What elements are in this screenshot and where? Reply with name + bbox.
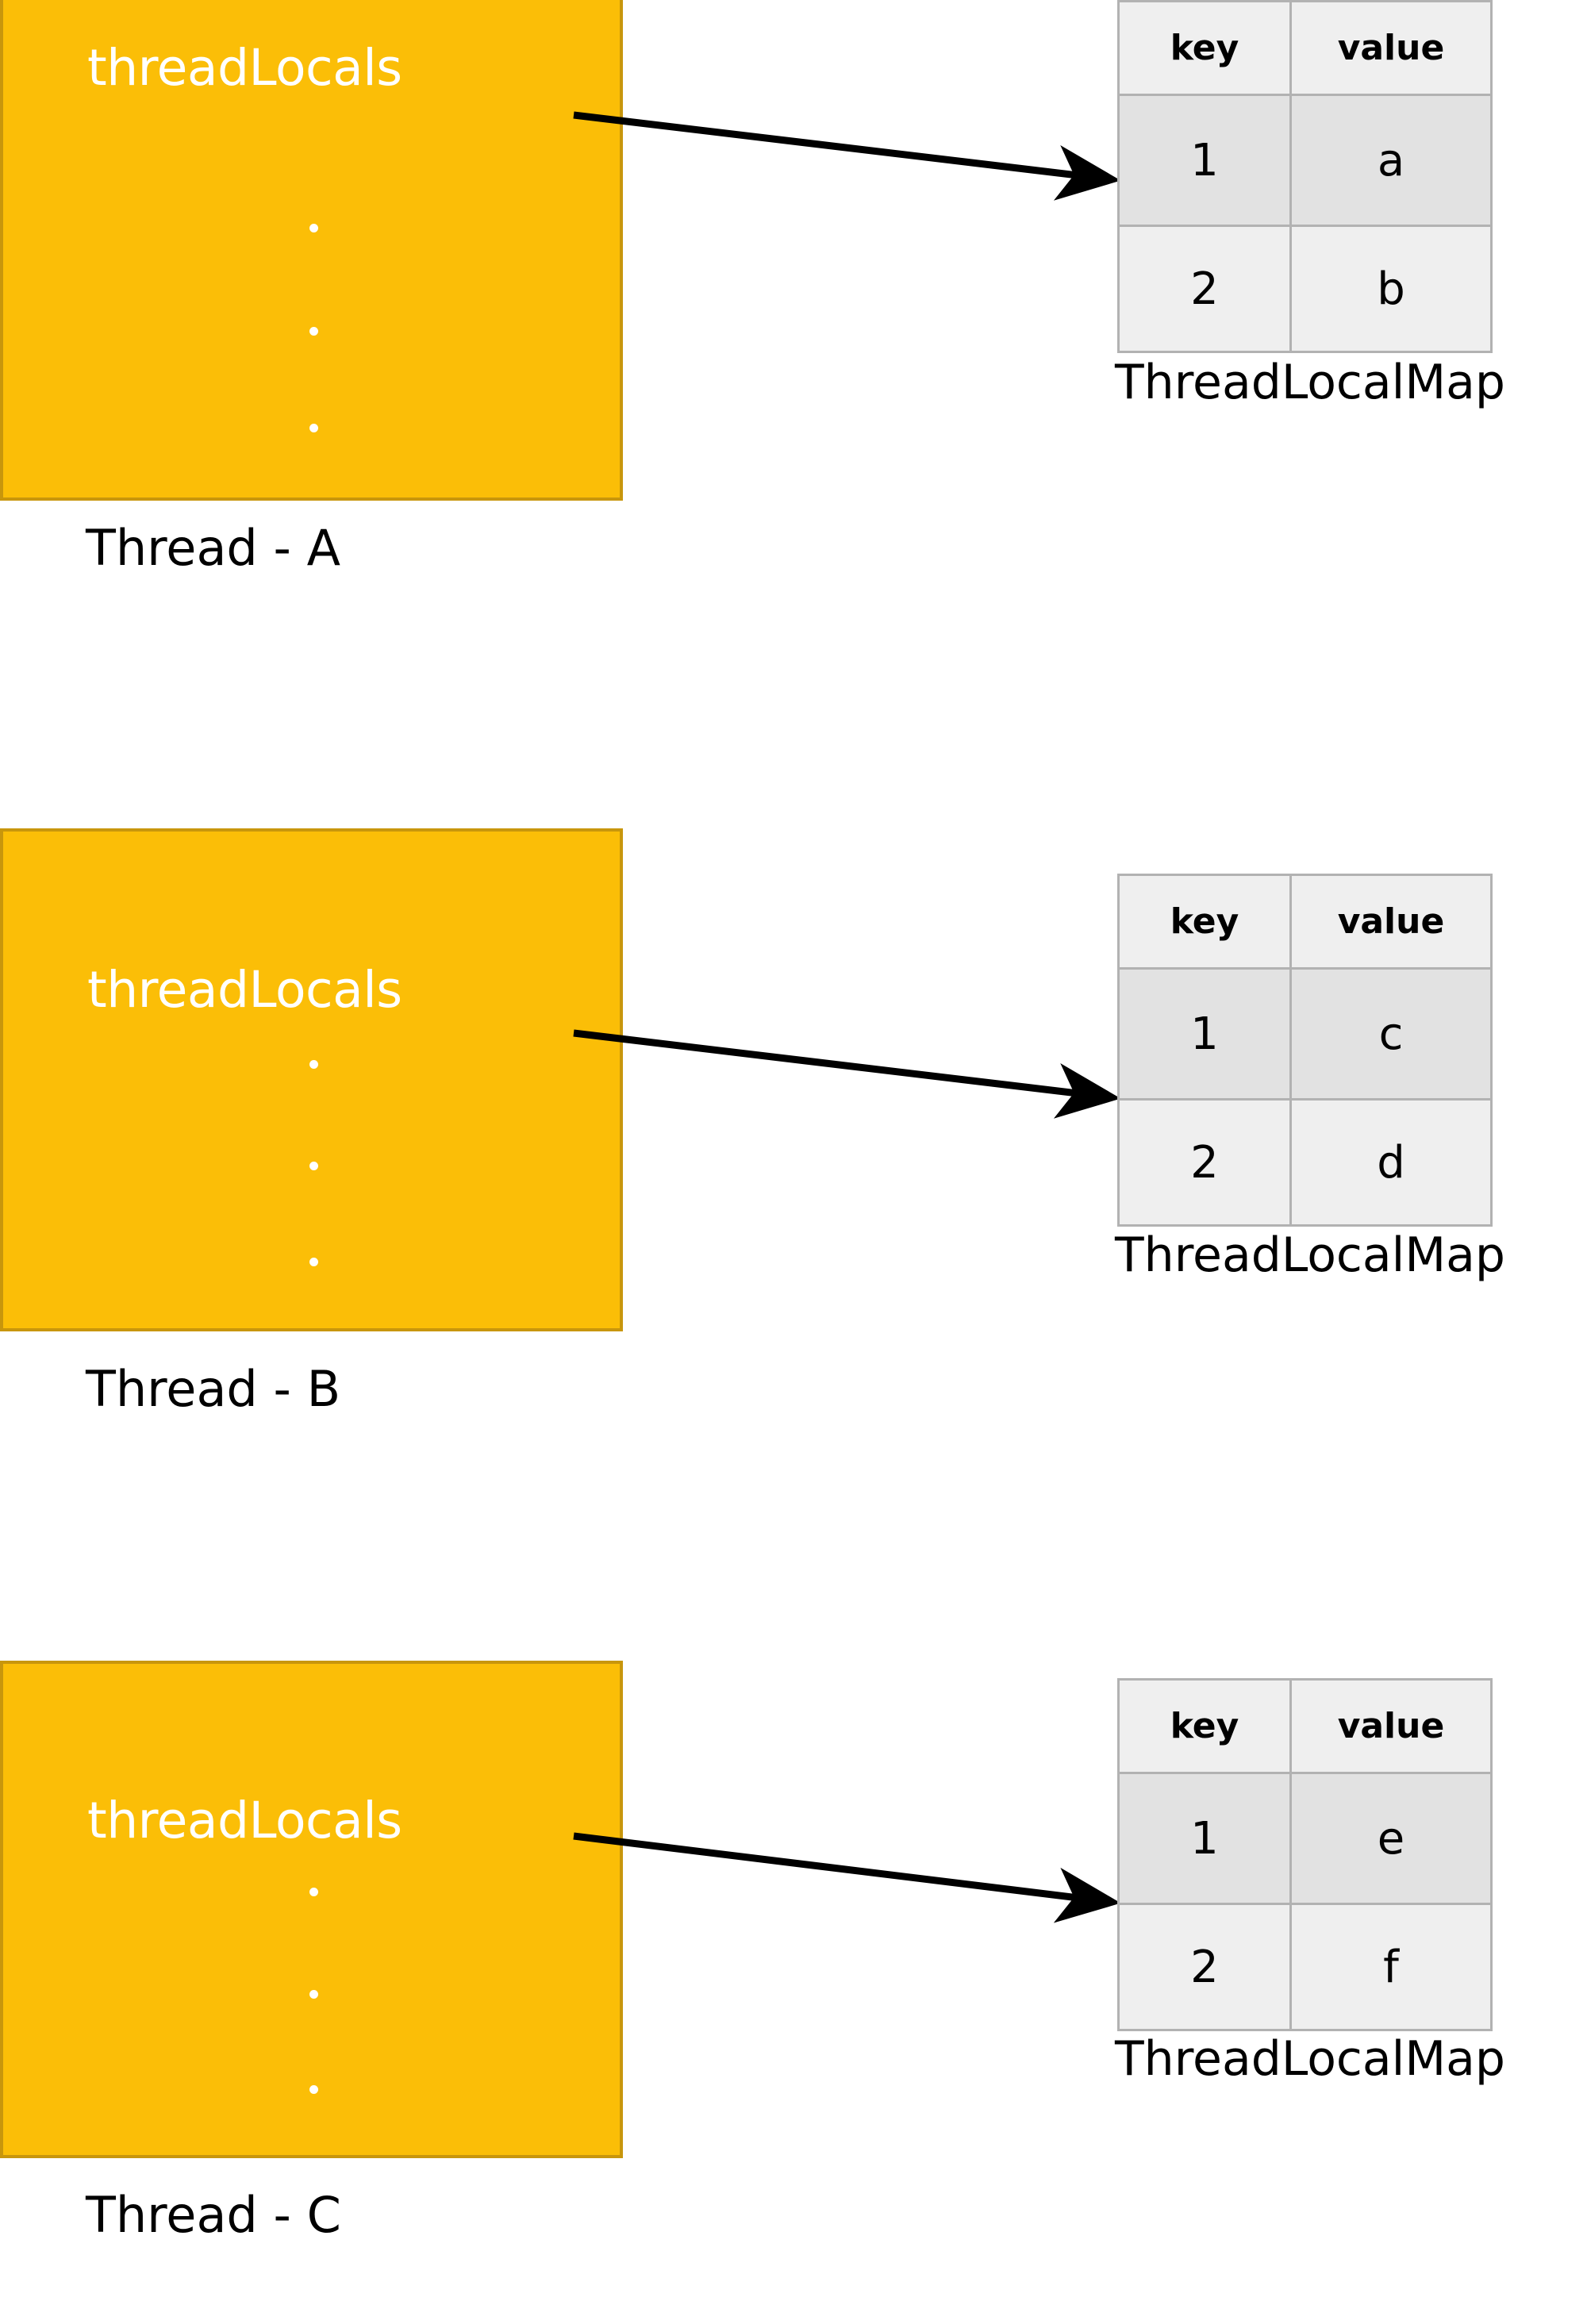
thread-name-b: Thread - B: [86, 1360, 341, 1418]
threadlocalmap-caption-a: ThreadLocalMap: [1115, 355, 1505, 410]
cell-key: 1: [1117, 94, 1292, 227]
ellipsis-dot: [309, 327, 318, 336]
thread-box-b: threadLocals: [0, 828, 623, 1331]
threadlocalmap-caption-c: ThreadLocalMap: [1115, 2031, 1505, 2087]
thread-group-a: threadLocals Thread - A key value: [0, 0, 1587, 793]
ellipsis-dot: [309, 224, 318, 232]
arrow-line: [573, 111, 1121, 201]
ellipsis-dot: [309, 1258, 318, 1266]
thread-box-label-a: threadLocals: [87, 39, 402, 97]
threadlocalmap-table-b: key value 1 c 2 d: [1117, 874, 1493, 1227]
arrow-line: [573, 1029, 1121, 1119]
arrow-b: [573, 1029, 1121, 1119]
cell-value: f: [1289, 1903, 1493, 2031]
cell-value: c: [1289, 967, 1493, 1101]
table-row: 1 c: [1117, 967, 1493, 1101]
column-header-value: value: [1289, 1678, 1493, 1774]
threadlocalmap-table-c: key value 1 e 2 f: [1117, 1678, 1493, 2031]
thread-box-c: threadLocals: [0, 1661, 623, 2158]
table-row: 2 d: [1117, 1098, 1493, 1227]
cell-value: b: [1289, 225, 1493, 353]
arrow-a: [573, 111, 1121, 201]
ellipsis-dot: [309, 1162, 318, 1170]
thread-name-a: Thread - A: [86, 519, 340, 577]
arrow-line: [573, 1832, 1121, 1923]
cell-key: 2: [1117, 1903, 1292, 2031]
cell-value: e: [1289, 1772, 1493, 1905]
ellipsis-dot: [309, 1990, 318, 1999]
table-header-row: key value: [1117, 0, 1493, 96]
table-row: 1 e: [1117, 1772, 1493, 1905]
ellipsis-dot: [309, 424, 318, 432]
thread-box-label-b: threadLocals: [87, 961, 402, 1019]
thread-box-label-c: threadLocals: [87, 1792, 402, 1850]
ellipsis-dots-c: [309, 1664, 318, 2161]
cell-value: a: [1289, 94, 1493, 227]
thread-group-c: threadLocals Thread - C key value: [0, 1661, 1587, 2324]
column-header-key: key: [1117, 874, 1292, 970]
cell-value: d: [1289, 1098, 1493, 1227]
table-row: 2 b: [1117, 225, 1493, 353]
thread-group-b: threadLocals Thread - B key value: [0, 828, 1587, 1622]
table-header-row: key value: [1117, 1678, 1493, 1774]
threadlocalmap-table-a: key value 1 a 2 b: [1117, 0, 1493, 353]
cell-key: 1: [1117, 967, 1292, 1101]
cell-key: 2: [1117, 1098, 1292, 1227]
ellipsis-dot: [309, 1060, 318, 1069]
table-row: 1 a: [1117, 94, 1493, 227]
ellipsis-dots-b: [309, 832, 318, 1335]
column-header-key: key: [1117, 0, 1292, 96]
table-row: 2 f: [1117, 1903, 1493, 2031]
threadlocalmap-caption-b: ThreadLocalMap: [1115, 1227, 1505, 1283]
arrow-c: [573, 1832, 1121, 1923]
ellipsis-dots-a: [309, 0, 318, 504]
thread-box-a: threadLocals: [0, 0, 623, 501]
column-header-value: value: [1289, 874, 1493, 970]
ellipsis-dot: [309, 2085, 318, 2094]
column-header-key: key: [1117, 1678, 1292, 1774]
cell-key: 1: [1117, 1772, 1292, 1905]
column-header-value: value: [1289, 0, 1493, 96]
cell-key: 2: [1117, 225, 1292, 353]
thread-name-c: Thread - C: [86, 2186, 341, 2244]
table-header-row: key value: [1117, 874, 1493, 970]
ellipsis-dot: [309, 1888, 318, 1896]
